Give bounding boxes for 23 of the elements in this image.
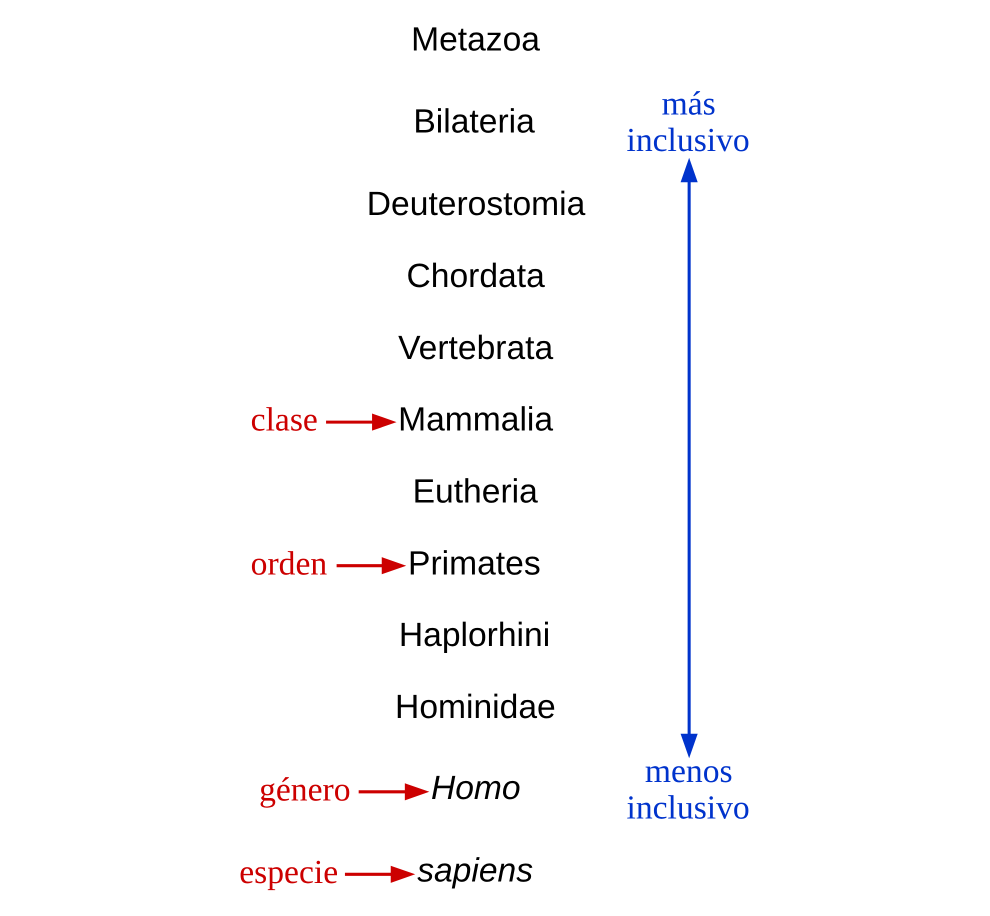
node-text: más inclusivo — [626, 85, 750, 160]
node-text: Vertebrata — [398, 330, 553, 367]
node-text: orden — [250, 545, 327, 582]
node-text: clase — [250, 402, 318, 439]
node-text: Deuterostomia — [366, 186, 585, 224]
node-text: sapiens — [416, 852, 533, 890]
arrow — [336, 557, 406, 574]
node-text: Mammalia — [398, 402, 553, 439]
node-text: especie — [238, 854, 338, 891]
node-text: menos inclusivo — [626, 753, 750, 827]
arrow — [344, 866, 415, 883]
node-text: Chordata — [406, 258, 544, 296]
node-text: Haplorhini — [398, 617, 550, 654]
node-text: Eutheria — [412, 473, 538, 510]
arrow — [680, 158, 698, 758]
node-text: Hominidae — [394, 688, 556, 726]
node-text: género — [258, 771, 350, 808]
node-text: Bilateria — [412, 104, 534, 141]
node-text: Metazoa — [410, 21, 540, 58]
arrow — [326, 414, 396, 431]
arrow — [358, 783, 429, 800]
node-text: Homo — [430, 770, 520, 807]
node-text: Primates — [408, 545, 540, 582]
